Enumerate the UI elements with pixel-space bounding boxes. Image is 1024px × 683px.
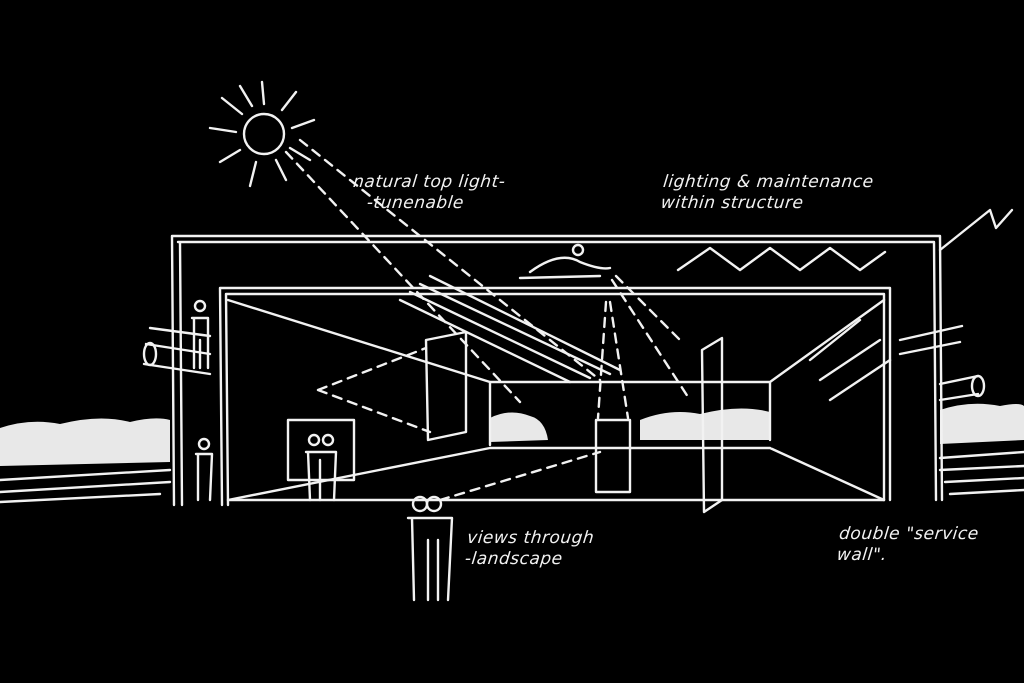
annotation-line: within structure (659, 193, 805, 213)
service-pipes (142, 208, 1014, 402)
light-rays (398, 274, 622, 384)
annotation-line: -landscape (463, 549, 564, 569)
annotation-line: views through (466, 528, 596, 548)
annotation-views: views through -landscape (464, 528, 595, 570)
outer-frame (170, 234, 944, 507)
annotation-line: natural top light- (352, 172, 507, 192)
inner-frame (218, 286, 892, 507)
view-arrow (438, 450, 602, 502)
roof-zigzag (676, 246, 887, 272)
annotation-top-light: natural top light- -tunenable (350, 172, 507, 214)
landscape (0, 403, 1024, 466)
interior-perspective (226, 298, 886, 514)
annotation-line: double "service (838, 524, 980, 544)
annotation-lighting: lighting & maintenance within structure (660, 172, 875, 214)
annotation-line: lighting & maintenance (662, 172, 875, 192)
light-beam (284, 138, 602, 404)
annotation-line: wall". (835, 545, 888, 565)
people-figures (190, 243, 612, 602)
annotation-service-wall: double "service wall". (836, 524, 980, 566)
spotlight-lines (316, 274, 692, 434)
annotation-line: -tunenable (365, 193, 465, 213)
sun-icon (208, 80, 316, 188)
ground-hatching (0, 450, 1024, 504)
